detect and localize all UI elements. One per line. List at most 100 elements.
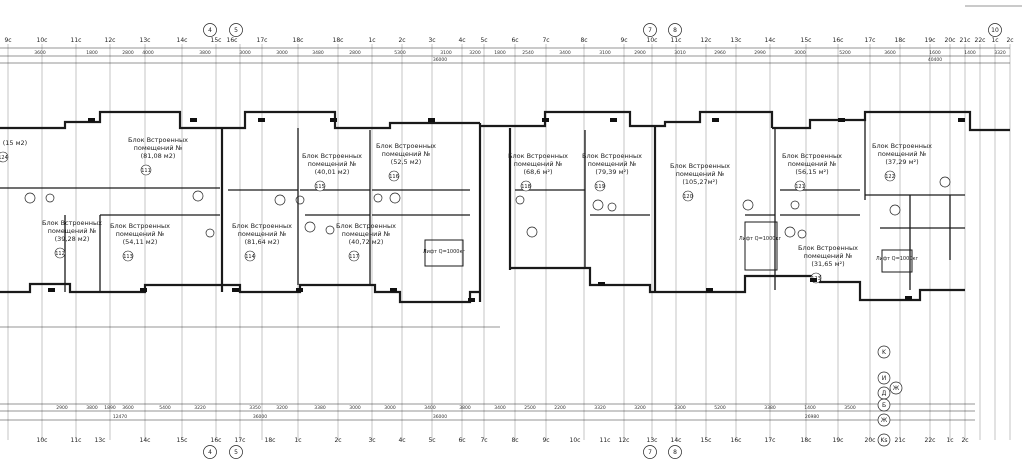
room-name: помещений №	[342, 230, 391, 238]
dimension-value: 3000	[276, 50, 288, 56]
room-label: (15 м2)124	[0, 139, 27, 163]
column-axis-label: 8c	[580, 37, 587, 44]
axis-circle-label: 8	[673, 27, 677, 34]
column-block	[390, 288, 397, 292]
axis-circle	[203, 445, 217, 459]
room-name: Блок Встроенных	[782, 152, 842, 160]
column-axis-label: 10c	[570, 437, 581, 444]
column-block	[542, 118, 549, 122]
room-area: (31,65 м²)	[811, 260, 844, 268]
room-name: помещений №	[878, 150, 927, 158]
dimension-value: 3000	[384, 405, 396, 411]
room-number-marker	[682, 190, 694, 202]
column-axis-label: 11c	[671, 37, 682, 44]
column-block	[838, 118, 845, 122]
dimension-value: 3600	[34, 50, 46, 56]
room-number: 111	[141, 168, 151, 174]
dimension-total: 36000	[253, 414, 267, 420]
room-number: 122	[885, 174, 895, 180]
column-axis-label: 18c	[801, 437, 812, 444]
dimension-total: 26980	[805, 414, 819, 420]
column-axis-label: 9c	[4, 37, 11, 44]
row-axis-label: Ж	[881, 417, 888, 424]
room-name: помещений №	[514, 160, 563, 168]
dimension-value: 3400	[494, 405, 506, 411]
room-area: (79,39 м²)	[595, 168, 628, 176]
column-block	[88, 118, 95, 122]
room-area: (81,64 м2)	[245, 238, 280, 246]
column-axis-label: 7c	[542, 37, 549, 44]
room-area: (56,15 м²)	[795, 168, 828, 176]
dimension-value: 3200	[276, 405, 288, 411]
column-axis-label: 11c	[71, 37, 82, 44]
room-name: помещений №	[676, 170, 725, 178]
column-block	[468, 298, 475, 302]
column-block	[330, 118, 337, 122]
dimension-value: 3200	[469, 50, 481, 56]
axis-circle	[668, 445, 682, 459]
column-axis-label: 16c	[227, 37, 238, 44]
dimension-value: 3100	[599, 50, 611, 56]
room-number: 118	[521, 184, 531, 190]
room-name: Блок Встроенных	[582, 152, 642, 160]
column-block	[610, 118, 617, 122]
room-number-marker	[54, 247, 66, 259]
dimension-value: 3000	[794, 50, 806, 56]
column-axis-label: 18c	[333, 37, 344, 44]
room-name: Блок Встроенных	[128, 136, 188, 144]
dimension-value: 3300	[674, 405, 686, 411]
room-area: (105,27м²)	[682, 178, 717, 186]
axis-circle-label: 8	[673, 449, 677, 456]
room-area: (40,72 м2)	[349, 238, 384, 246]
room-area: (15 м2)	[3, 139, 27, 147]
row-axis-circle	[877, 345, 891, 359]
dimension-value: 3380	[314, 405, 326, 411]
axis-circle-label: 7	[648, 449, 652, 456]
dimension-lines	[0, 5, 1022, 421]
dimension-value: 3320	[594, 405, 606, 411]
room-number: 112	[55, 251, 65, 257]
dimension-value: 3000	[349, 405, 361, 411]
column-block	[810, 278, 817, 282]
column-axis-label: 2c	[961, 437, 968, 444]
axis-circle-label: 4	[208, 27, 212, 34]
room-number-marker	[348, 250, 360, 262]
column-axis-label: 6c	[458, 437, 465, 444]
column-axis-label: 22c	[975, 37, 986, 44]
row-axis-label: Д	[882, 390, 887, 397]
column-block	[598, 282, 605, 286]
dimension-value: 1400	[804, 405, 816, 411]
room-number: 121	[795, 184, 805, 190]
column-axis-label: 19c	[833, 437, 844, 444]
axis-circle-label: 4	[208, 449, 212, 456]
room-number: 115	[315, 184, 325, 190]
column-axis-label: 15c	[177, 437, 188, 444]
column-axis-label: 20c	[865, 437, 876, 444]
column-axis-label: 8c	[511, 437, 518, 444]
column-axis-label: 12c	[105, 37, 116, 44]
row-axis-circle	[877, 413, 891, 427]
column-block	[428, 118, 435, 122]
room-number: 116	[389, 174, 399, 180]
column-block	[48, 288, 55, 292]
axis-circle	[988, 23, 1002, 37]
room-area: (68,6 м²)	[523, 168, 552, 176]
column-block	[140, 288, 147, 292]
column-axis-label: 14c	[671, 437, 682, 444]
room-number-marker	[794, 180, 806, 192]
column-axis-label: 21c	[895, 437, 906, 444]
dimension-value: 3500	[844, 405, 856, 411]
column-axis-label: 14c	[177, 37, 188, 44]
dimension-value: 2500	[524, 405, 536, 411]
column-axis-label: 15c	[211, 37, 222, 44]
